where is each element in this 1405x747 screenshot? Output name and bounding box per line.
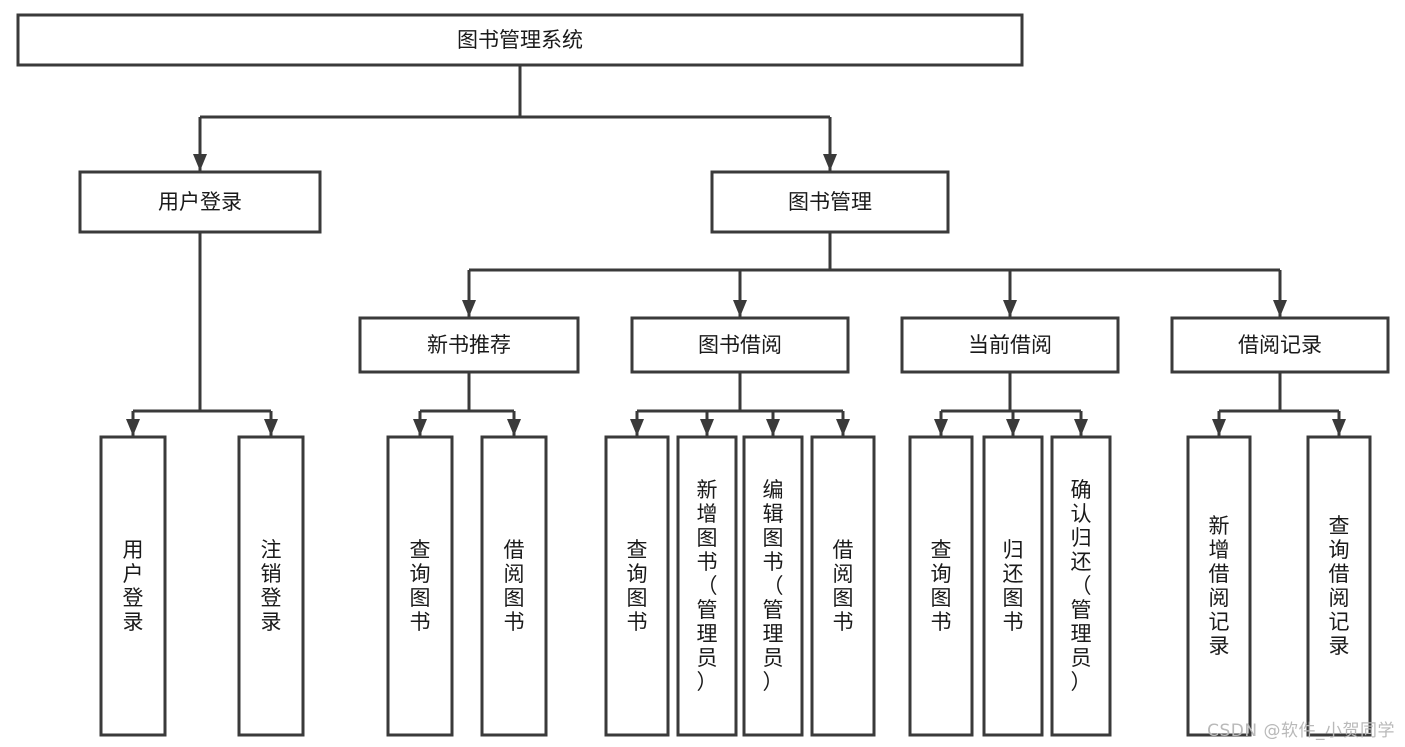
arrow-head-icon <box>462 300 476 317</box>
node-box[interactable] <box>78 170 322 234</box>
node-box[interactable] <box>630 316 850 374</box>
node-box[interactable] <box>810 435 876 737</box>
node-leaf-6[interactable]: 编辑图书（管理员） <box>742 435 804 737</box>
node-box[interactable] <box>16 13 1024 67</box>
node-label: 查询图书 <box>931 538 952 634</box>
arrow-head-icon <box>934 419 948 436</box>
node-box[interactable] <box>237 435 305 737</box>
node-leaf-1[interactable]: 注销登录 <box>237 435 305 737</box>
node-level2-1[interactable]: 图书管理 <box>710 170 950 234</box>
node-box[interactable] <box>604 435 670 737</box>
node-label: 新增图书（管理员） <box>697 478 718 694</box>
node-level3-2[interactable]: 当前借阅 <box>900 316 1120 374</box>
node-leaf-5[interactable]: 新增图书（管理员） <box>676 435 738 737</box>
node-label: 查询图书 <box>410 538 431 634</box>
arrow-head-icon <box>413 419 427 436</box>
node-label: 图书借阅 <box>698 333 782 357</box>
node-level2-0[interactable]: 用户登录 <box>78 170 322 234</box>
node-leaf-7[interactable]: 借阅图书 <box>810 435 876 737</box>
arrow-head-icon <box>1273 300 1287 317</box>
node-label: 当前借阅 <box>968 333 1052 357</box>
node-leaf-9[interactable]: 归还图书 <box>982 435 1044 737</box>
node-level3-1[interactable]: 图书借阅 <box>630 316 850 374</box>
node-label: 编辑图书（管理员） <box>763 478 784 694</box>
node-box[interactable] <box>900 316 1120 374</box>
node-box[interactable] <box>1170 316 1390 374</box>
node-label: 确认归还（管理员） <box>1071 478 1092 694</box>
node-level3-0[interactable]: 新书推荐 <box>358 316 580 374</box>
node-layer: 图书管理系统用户登录图书管理新书推荐图书借阅当前借阅借阅记录用户登录注销登录查询… <box>16 13 1390 737</box>
node-label: 图书管理系统 <box>457 28 583 52</box>
arrow-head-icon <box>1332 419 1346 436</box>
arrow-head-icon <box>700 419 714 436</box>
node-label: 查询借阅记录 <box>1329 514 1350 658</box>
node-box[interactable] <box>982 435 1044 737</box>
node-box[interactable] <box>480 435 548 737</box>
node-leaf-10[interactable]: 确认归还（管理员） <box>1050 435 1112 737</box>
node-leaf-12[interactable]: 查询借阅记录 <box>1306 435 1372 737</box>
node-box[interactable] <box>1306 435 1372 737</box>
node-leaf-2[interactable]: 查询图书 <box>386 435 454 737</box>
node-box[interactable] <box>676 435 738 737</box>
arrow-head-icon <box>630 419 644 436</box>
node-label: 借阅记录 <box>1238 333 1322 357</box>
node-leaf-4[interactable]: 查询图书 <box>604 435 670 737</box>
node-leaf-3[interactable]: 借阅图书 <box>480 435 548 737</box>
node-label: 新增借阅记录 <box>1209 514 1230 658</box>
node-box[interactable] <box>1050 435 1112 737</box>
node-label: 查询图书 <box>627 538 648 634</box>
arrow-head-icon <box>1006 419 1020 436</box>
node-label: 用户登录 <box>158 190 242 214</box>
node-label: 用户登录 <box>123 538 144 634</box>
node-leaf-8[interactable]: 查询图书 <box>908 435 974 737</box>
node-leaf-11[interactable]: 新增借阅记录 <box>1186 435 1252 737</box>
node-box[interactable] <box>358 316 580 374</box>
arrow-head-icon <box>193 154 207 171</box>
node-label: 图书管理 <box>788 190 872 214</box>
arrow-head-icon <box>1212 419 1226 436</box>
arrow-head-icon <box>507 419 521 436</box>
arrow-head-icon <box>1074 419 1088 436</box>
node-label: 借阅图书 <box>833 538 854 634</box>
node-label: 借阅图书 <box>504 538 525 634</box>
arrow-head-icon <box>1003 300 1017 317</box>
node-box[interactable] <box>710 170 950 234</box>
node-box[interactable] <box>742 435 804 737</box>
arrow-head-icon <box>733 300 747 317</box>
node-label: 新书推荐 <box>427 333 511 357</box>
arrow-head-icon <box>836 419 850 436</box>
node-leaf-0[interactable]: 用户登录 <box>99 435 167 737</box>
arrow-head-icon <box>264 419 278 436</box>
node-level3-3[interactable]: 借阅记录 <box>1170 316 1390 374</box>
arrow-head-icon <box>126 419 140 436</box>
node-box[interactable] <box>99 435 167 737</box>
node-box[interactable] <box>1186 435 1252 737</box>
connector-layer <box>126 65 1346 436</box>
node-label: 归还图书 <box>1003 538 1024 634</box>
arrow-head-icon <box>823 154 837 171</box>
node-root[interactable]: 图书管理系统 <box>16 13 1024 67</box>
node-box[interactable] <box>908 435 974 737</box>
node-label: 注销登录 <box>261 538 282 634</box>
arrow-head-icon <box>766 419 780 436</box>
node-box[interactable] <box>386 435 454 737</box>
